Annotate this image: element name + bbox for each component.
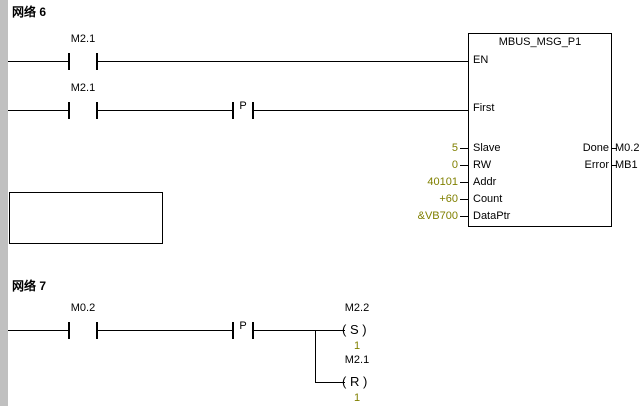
mbus-msg-block-title: MBUS_MSG_P1 [498,36,582,48]
block-pin-error: Error [584,159,609,171]
network-selection-gutter [0,0,8,406]
block-pin-rw: RW [473,159,492,171]
rung2-wire-right [254,110,468,111]
network-comment-box[interactable] [9,192,163,244]
param-rw-tick [460,165,468,166]
block-pin-dataptr: DataPtr [473,210,511,222]
rung1-contact-bar-right[interactable] [96,53,98,70]
rung3-edge-label[interactable]: P [239,320,247,332]
rung3-wire-right [254,330,345,331]
param-dataptr-tick [460,216,468,217]
rung1-contact-bar-left[interactable] [68,53,70,70]
set-coil-count[interactable]: 1 [353,340,361,352]
rung2-contact-bar-left[interactable] [68,102,70,119]
param-count-value[interactable]: +60 [439,193,458,205]
param-addr-value[interactable]: 40101 [427,176,458,188]
block-pin-first: First [473,102,495,114]
rung3-edge-bar-left[interactable] [232,322,234,339]
rung3-contact-operand[interactable]: M0.2 [70,302,96,314]
network-6-title: 网络 6 [12,5,47,19]
output-error-operand[interactable]: MB1 [615,159,638,171]
param-addr-tick [460,182,468,183]
output-error-tick [611,165,617,166]
rung1-wire-left [8,61,68,62]
branch-wire-horizontal [315,382,345,383]
rung3-wire-mid [98,330,232,331]
mbus-msg-block[interactable] [468,33,612,227]
reset-coil-count[interactable]: 1 [353,392,361,404]
rung3-contact-bar-right[interactable] [96,322,98,339]
param-slave-value[interactable]: 5 [451,142,458,154]
rung2-wire-left [8,110,68,111]
rung2-edge-bar-right[interactable] [252,102,254,119]
block-pin-addr: Addr [473,176,497,188]
branch-wire-vertical [315,330,316,383]
rung1-wire-right [98,61,468,62]
reset-coil-operand[interactable]: M2.1 [344,354,370,366]
block-pin-count: Count [473,193,503,205]
rung3-contact-bar-left[interactable] [68,322,70,339]
rung3-edge-bar-right[interactable] [252,322,254,339]
rung2-edge-label[interactable]: P [239,100,247,112]
param-dataptr-value[interactable]: &VB700 [417,210,458,222]
block-pin-slave: Slave [473,142,501,154]
network-7-title: 网络 7 [12,279,47,293]
rung2-contact-operand[interactable]: M2.1 [70,82,96,94]
rung2-wire-mid [98,110,232,111]
rung3-wire-left [8,330,68,331]
reset-coil-symbol[interactable]: ( R ) [342,374,368,389]
param-slave-tick [460,148,468,149]
param-rw-value[interactable]: 0 [451,159,458,171]
rung1-contact-operand[interactable]: M2.1 [70,33,96,45]
output-done-operand[interactable]: M0.2 [615,142,640,154]
param-count-tick [460,199,468,200]
block-pin-en: EN [473,54,489,66]
set-coil-symbol[interactable]: ( S ) [342,322,367,337]
set-coil-operand[interactable]: M2.2 [344,302,370,314]
rung2-edge-bar-left[interactable] [232,102,234,119]
rung2-contact-bar-right[interactable] [96,102,98,119]
block-pin-done: Done [582,142,609,154]
output-done-tick [611,148,617,149]
